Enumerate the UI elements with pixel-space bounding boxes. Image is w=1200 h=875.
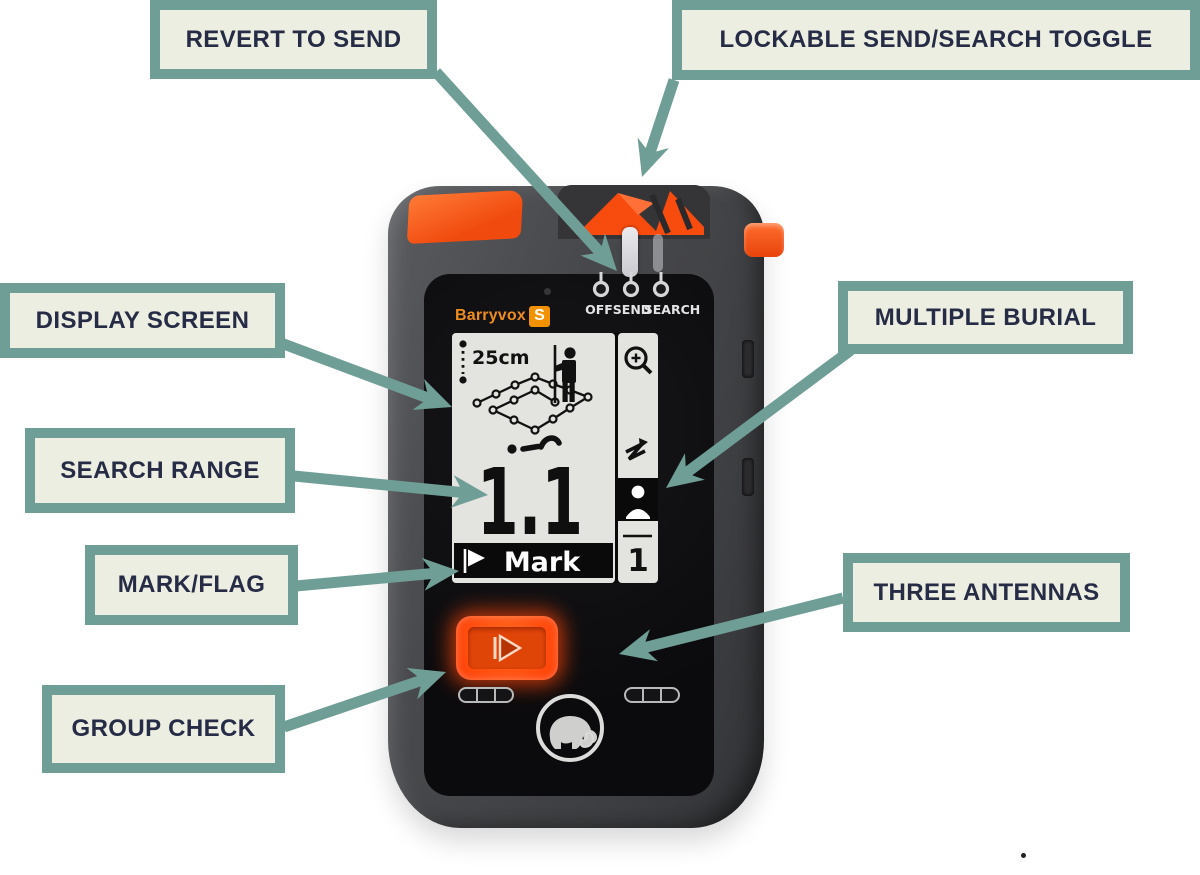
callout-three-antennas: THREE ANTENNAS (843, 553, 1130, 632)
signal-flux-icon (625, 438, 648, 461)
callout-multiple-burial: MULTIPLE BURIAL (838, 281, 1133, 354)
depth-scale-icon (459, 340, 467, 384)
send-position-marker (622, 280, 640, 298)
callout-display-screen: DISPLAY SCREEN (0, 283, 285, 358)
search-pattern-graphic (472, 345, 593, 435)
side-button-lower (742, 458, 754, 496)
callout-lockable-toggle: LOCKABLE SEND/SEARCH TOGGLE (672, 0, 1200, 80)
arrow-lockable-toggle (637, 78, 680, 177)
off-label: OFF (585, 302, 613, 317)
brand-name: Barryvox (455, 307, 526, 324)
group-check-play-icon (493, 633, 523, 663)
arrow-group-check (282, 667, 446, 733)
side-button-upper (742, 340, 754, 378)
mark-label: Mark (504, 547, 581, 578)
depth-value: 25cm (472, 347, 530, 369)
arrow-multiple-burial (666, 345, 855, 488)
fine-search-icon (507, 435, 562, 454)
mammut-logo (536, 694, 604, 762)
send-search-toggle-icon (558, 185, 710, 239)
zoom-in-icon (624, 346, 653, 375)
toggle-slider-window (622, 227, 638, 277)
send-search-toggle (558, 183, 710, 239)
arrow-mark-flag (295, 557, 459, 592)
buried-victim-icon (618, 478, 658, 521)
toggle-slider-window-2 (653, 234, 663, 272)
screen-divider (615, 333, 618, 583)
brand-logo: Barryvox S (455, 304, 550, 328)
off-position-marker (592, 280, 610, 298)
arrow-three-antennas (619, 592, 845, 662)
brand-s-badge: S (528, 305, 550, 327)
group-check-button (456, 616, 558, 680)
search-position-marker (652, 280, 670, 298)
callout-search-range: SEARCH RANGE (25, 428, 295, 513)
side-lock-tab (744, 223, 784, 257)
flag-icon (463, 549, 485, 573)
stray-dot (1021, 853, 1026, 858)
search-label: SEARCH (644, 302, 700, 317)
callout-revert-to-send: REVERT TO SEND (150, 0, 437, 79)
burial-count: 1 (627, 543, 649, 579)
indicator-led (544, 288, 551, 295)
distance-reading: 1.1 (477, 449, 583, 556)
switch-position-markers: OFF SEND SEARCH (585, 272, 700, 317)
group-check-button-face (468, 627, 546, 669)
arrow-search-range (293, 470, 488, 508)
arrow-revert-to-send (431, 68, 617, 271)
callout-mark-flag: MARK/FLAG (85, 545, 298, 625)
screen-side-column: 1 (618, 333, 658, 583)
display-screen: 25cm (452, 333, 658, 583)
arrow-display-screen (279, 337, 452, 410)
send-label: SEND (613, 302, 651, 317)
screen-main-area: 25cm (452, 333, 615, 583)
callout-group-check: GROUP CHECK (42, 685, 285, 773)
speaker-grille-left (458, 687, 514, 703)
rescuer-figure-icon (553, 345, 576, 403)
speaker-grille-right (624, 687, 680, 703)
mark-button: Mark (454, 543, 613, 578)
